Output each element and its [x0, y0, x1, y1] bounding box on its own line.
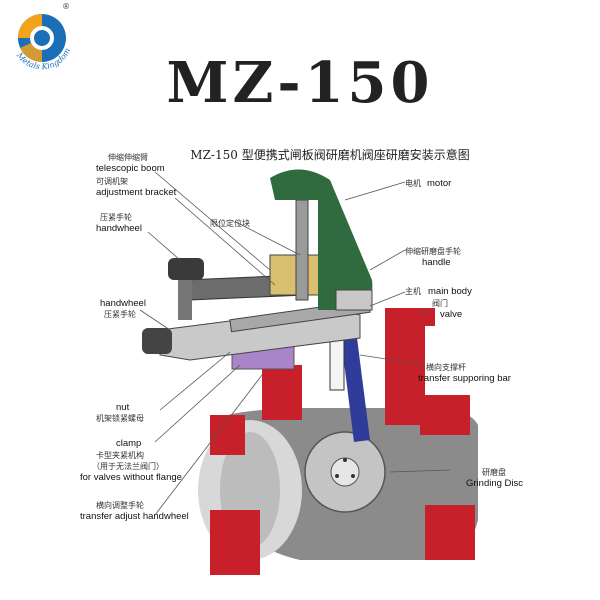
label-main-body-en: main body	[428, 286, 472, 297]
vertical-post	[295, 199, 309, 301]
motor	[270, 169, 373, 310]
label-main-body-cn: 主机	[405, 287, 421, 296]
valve-section-right-upper	[385, 310, 425, 425]
grinding-shaft	[340, 330, 370, 442]
rail-handwheel	[142, 328, 172, 354]
valve-section-left	[210, 415, 245, 455]
label-telescopic-en: telescopic boom	[96, 163, 165, 174]
grinding-machine-diagram	[139, 169, 478, 575]
label-clamp-en2: for valves without flange	[80, 472, 182, 483]
label-bracket-cn: 可调机架	[96, 177, 128, 186]
label-locating-cn: 限位定位块	[210, 219, 250, 228]
registered-mark: ®	[62, 2, 70, 11]
diagram-caption: MZ-150 型便携式闸板阀研磨机阀座研磨安装示意图	[190, 148, 470, 162]
label-valve-cn: 阀门	[432, 299, 448, 308]
label-valve-en: valve	[440, 309, 463, 320]
label-clamp-en: clamp	[116, 438, 142, 449]
label-handle-en: handle	[422, 257, 451, 268]
label-handwheel-top-en: handwheel	[96, 223, 142, 234]
label-transfer-bar-en: transfer supporing bar	[418, 373, 511, 384]
label-transfer-bar-cn: 横向支撑杆	[426, 363, 466, 372]
leader-lines	[139, 171, 451, 516]
label-motor-en: motor	[427, 178, 452, 189]
valve-section-right-flange	[385, 308, 435, 326]
label-clamp-cn1: 卡型夹紧机构	[96, 451, 144, 460]
valve-section-bottom-right	[425, 505, 475, 560]
label-motor-cn: 电机	[405, 179, 421, 188]
label-adjust-en: transfer adjust handwheel	[80, 511, 189, 522]
label-telescopic-cn: 伸缩伸缩臂	[108, 153, 148, 162]
label-adjust-cn: 横向调整手轮	[96, 501, 144, 510]
label-handwheel-mid-cn: 压紧手轮	[104, 310, 136, 319]
label-nut-en: nut	[116, 402, 130, 413]
page-title: MZ-150	[166, 50, 434, 116]
valve-section-left-upper	[262, 365, 302, 420]
handle	[335, 289, 373, 311]
label-clamp-cn2: （用于无法兰阀门）	[92, 462, 164, 471]
label-disc-en: Grinding Disc	[466, 478, 524, 489]
label-handwheel-mid-en: handwheel	[100, 298, 146, 309]
boom-clamp	[269, 254, 321, 296]
label-bracket-en: adjustment bracket	[96, 187, 177, 198]
metals-kingdom-logo: Metals Kingdom	[14, 14, 72, 71]
label-handwheel-top-cn: 压紧手轮	[100, 213, 132, 222]
top-handwheel	[168, 258, 204, 280]
valve-section-bottom-left	[210, 510, 260, 575]
label-handle-cn: 伸缩研磨盘手轮	[405, 247, 461, 256]
label-disc-cn: 研磨盘	[482, 468, 506, 477]
label-nut-cn: 机架锁紧螺母	[96, 414, 144, 423]
valve-section-right-lower	[420, 395, 470, 435]
